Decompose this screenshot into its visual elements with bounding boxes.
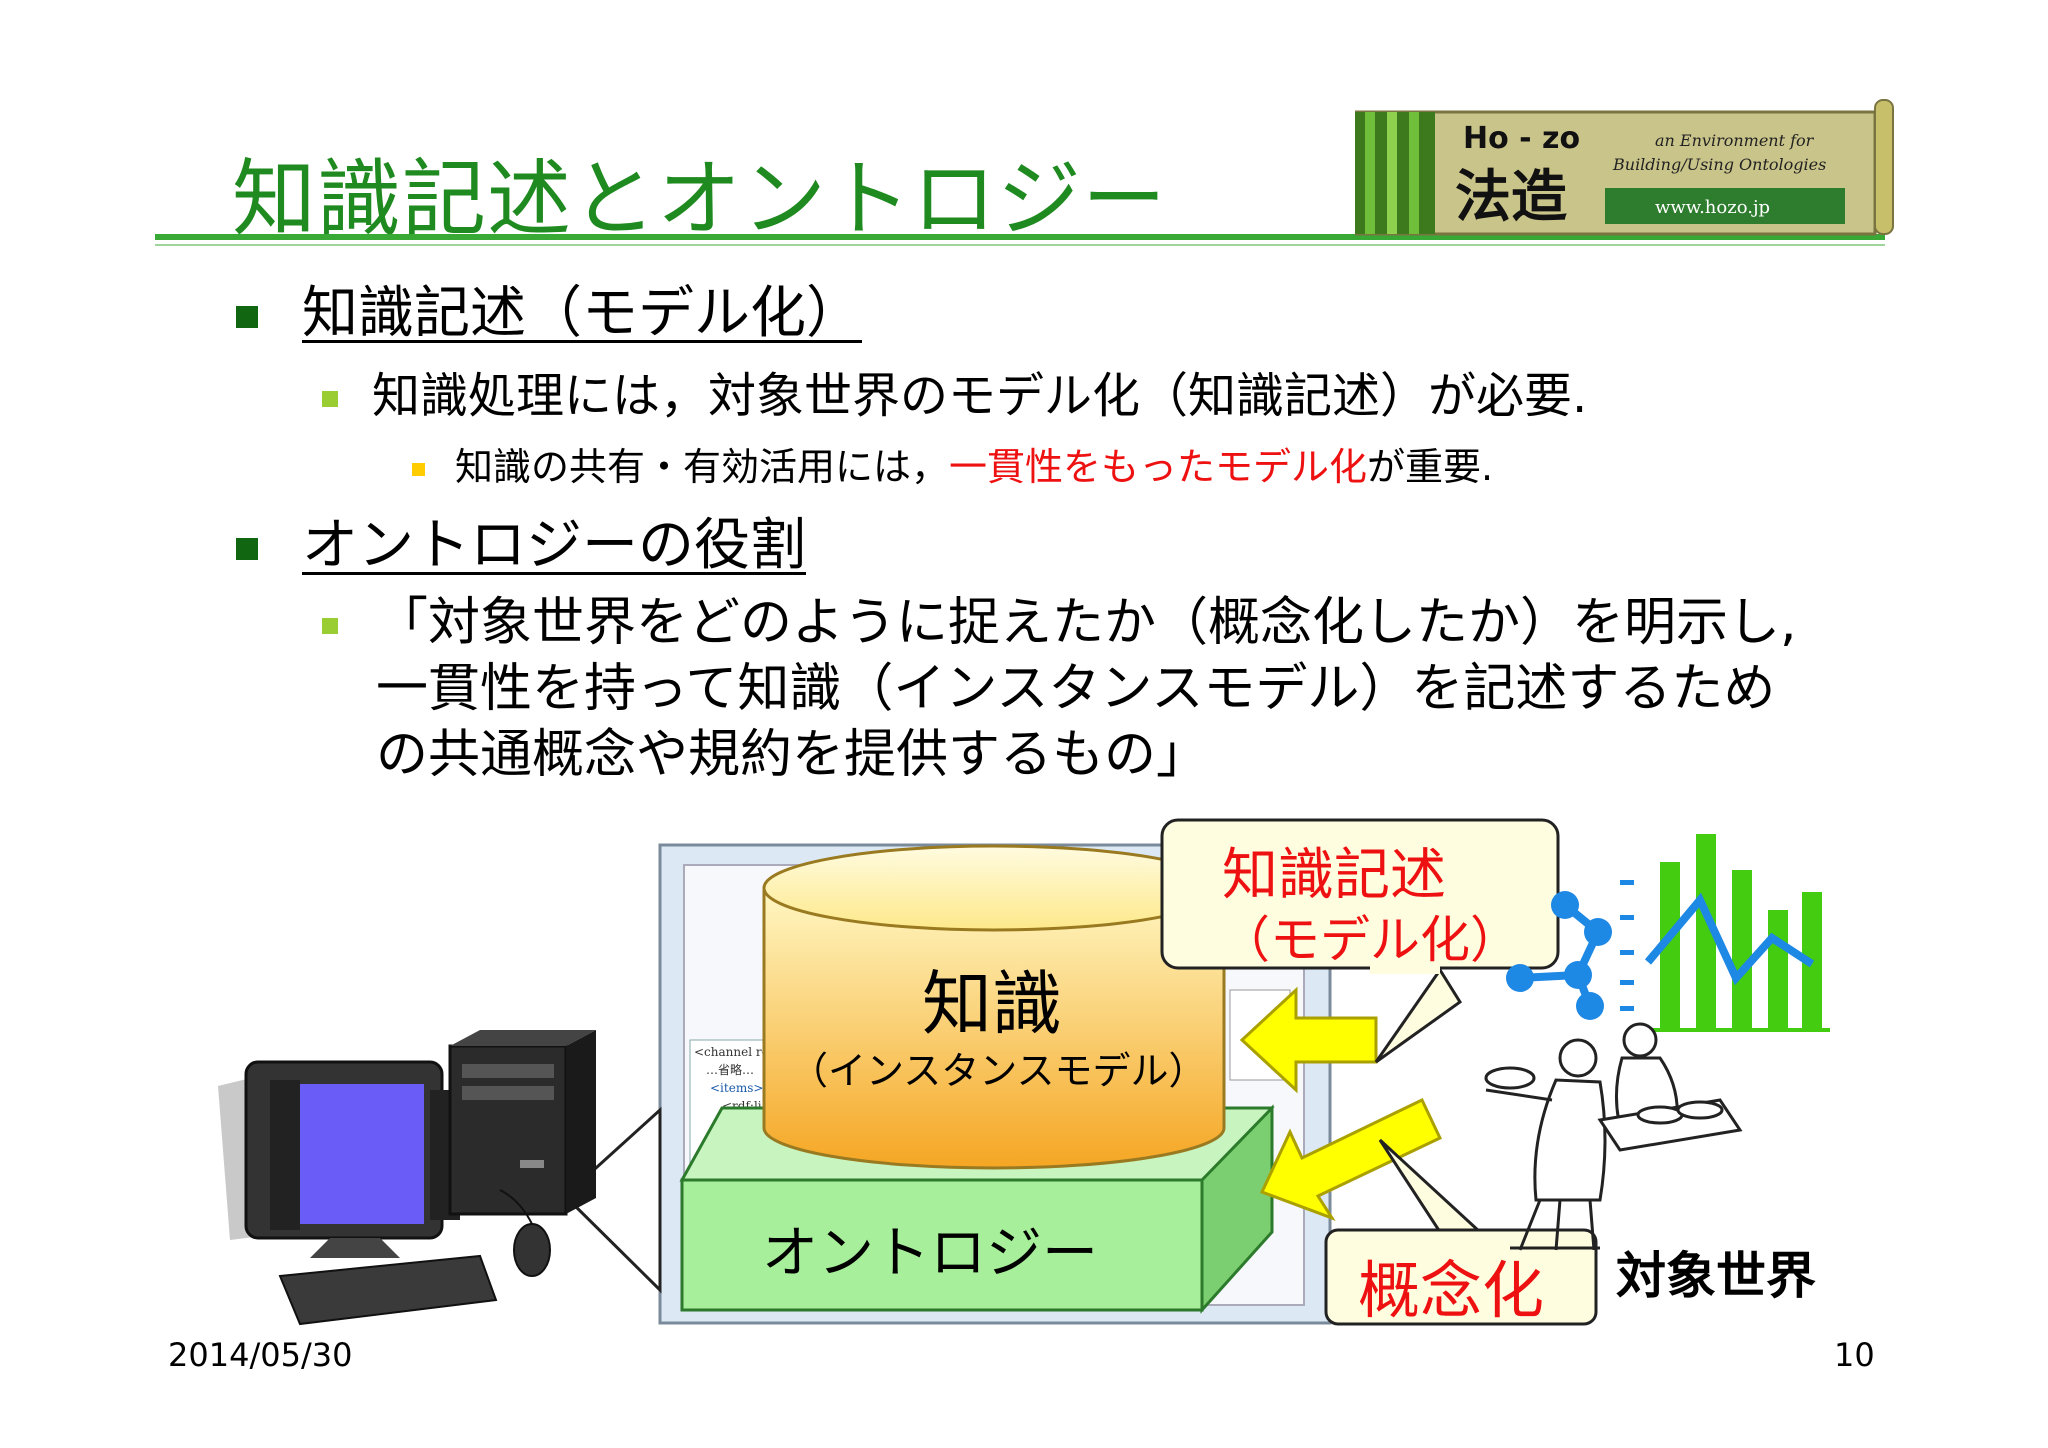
sub-bullet-square-icon [322,618,338,634]
sub-bullet-square-icon [322,391,338,407]
world-label: 対象世界 [1616,1247,1816,1305]
slide-title: 知識記述とオントロジー [232,150,1168,248]
molecule-icon [1506,891,1612,1020]
bullet-sub-1-text: 知識処理には，対象世界のモデル化（知識記述）が必要. [372,368,1588,424]
bullet-heading-2: オントロジーの役割 [236,500,806,581]
logo-url: www.hozo.jp [1655,197,1770,218]
bullet-heading-1: 知識記述（モデル化） [236,268,862,349]
bullet-heading-1-text: 知識記述（モデル化） [302,281,862,346]
title-underline-light [155,244,1885,246]
bullet-quote: 「対象世界をどのように捉えたか（概念化したか）を明示し, 一貫性を持って知識（イ… [322,590,1797,788]
footer-date: 2014/05/30 [168,1336,353,1374]
cylinder-subtitle: （インスタンスモデル） [790,1049,1207,1093]
arrow-icon [1239,986,1378,1094]
chart-icon [1620,834,1830,1032]
logo-kanji: 法造 [1455,164,1567,230]
callout-concept-label: 概念化 [1358,1254,1545,1327]
callout-conceptualization [1324,1138,1598,1326]
cylinder-title: 知識 [922,963,1062,1045]
code-line: …省略… [706,1062,754,1077]
quote-line-3: の共通概念や規約を提供するもの」 [376,725,1209,785]
bullet-subsub-1: 知識の共有・有効活用には，一貫性をもったモデル化が重要. [412,436,1493,491]
callout-knowledge-line1: 知識記述 [1222,843,1446,908]
bullet-heading-2-text: オントロジーの役割 [302,513,806,578]
callout-knowledge-line2: （モデル化） [1220,911,1520,969]
subsub-pre-text: 知識の共有・有効活用には， [455,445,950,489]
hozo-logo: Ho - zo 法造 an Environment for Building/U… [1355,99,1894,236]
callout-knowledge-description [1160,818,1560,1064]
subsub-bullet-square-icon [412,463,425,476]
computer-icon [218,1030,596,1326]
lab-workers-icon [1484,1022,1743,1251]
quote-line-2: 一貫性を持って知識（インスタンスモデル）を記述するため [376,659,1776,719]
ontology-label: オントロジー [762,1221,1098,1286]
logo-tagline1: an Environment for [1655,131,1815,150]
subsub-red-text: 一貫性をもったモデル化 [949,445,1368,489]
bullet-sub-1: 知識処理には，対象世界のモデル化（知識記述）が必要. [322,356,1587,426]
knowledge-cylinder [762,844,1226,1170]
quote-line-1: 「対象世界をどのように捉えたか（概念化したか）を明示し, [376,593,1797,653]
subsub-post-text: が重要. [1367,445,1494,489]
code-line: <channel rdf [694,1045,775,1059]
callout-pointer [562,1106,662,1294]
page-number: 10 [1834,1336,1875,1374]
logo-hozo-text: Ho - zo [1463,121,1580,156]
code-line: <items> [710,1081,763,1095]
logo-tagline2: Building/Using Ontologies [1612,155,1826,174]
title-underline [155,234,1885,240]
bullet-square-icon [236,305,258,328]
arrow-icon [1259,1097,1442,1221]
bullet-square-icon [236,537,258,560]
